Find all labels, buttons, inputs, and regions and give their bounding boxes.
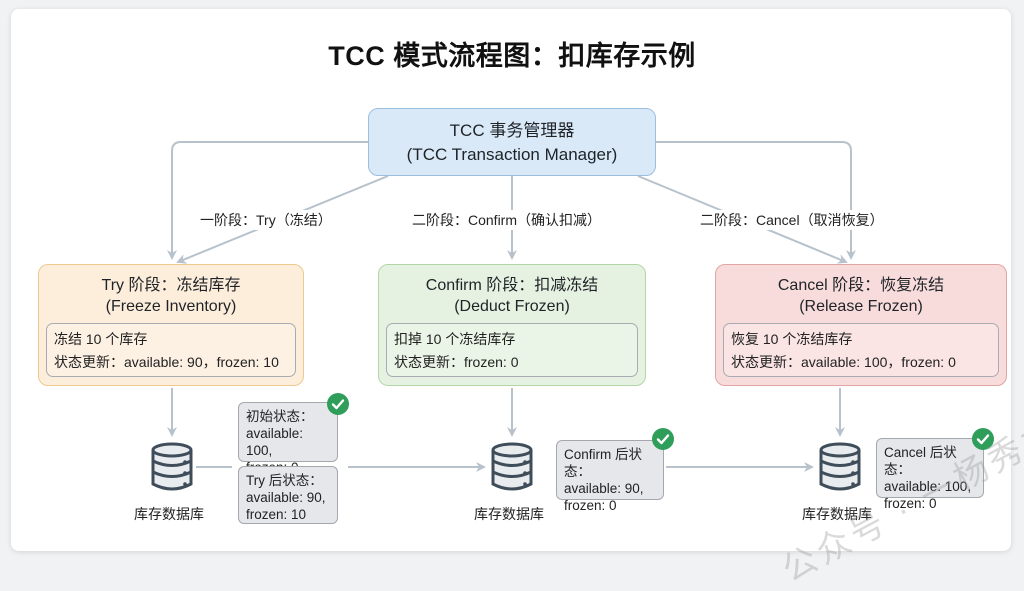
try-phase-subtitle: (Freeze Inventory)	[105, 298, 237, 315]
initial-state-title: 初始状态：	[246, 409, 314, 424]
confirm-phase-detail: 扣掉 10 个冻结库存 状态更新：frozen: 0	[386, 323, 638, 377]
try-phase-detail: 冻结 10 个库存 状态更新：available: 90，frozen: 10	[46, 323, 296, 377]
edge-label-confirm: 二阶段：Confirm（确认扣减）	[408, 210, 606, 230]
database-label-try: 库存数据库	[134, 506, 204, 522]
cancel-phase-update: 状态更新：available: 100，frozen: 0	[731, 354, 956, 370]
initial-state-box: 初始状态： available: 100, frozen: 0	[238, 402, 338, 475]
confirm-phase-subtitle: (Deduct Frozen)	[454, 298, 570, 315]
connector-layer	[167, 141, 856, 472]
confirm-phase-title: Confirm 阶段：扣减冻结	[425, 277, 599, 294]
check-icon	[652, 428, 674, 450]
database-icon	[491, 442, 533, 491]
cancel-phase-detail: 恢复 10 个冻结库存 状态更新：available: 100，frozen: …	[723, 323, 999, 377]
check-icon	[327, 393, 349, 415]
after-try-state-box: Try 后状态： available: 90, frozen: 10	[238, 466, 338, 524]
after-confirm-state-title: Confirm 后状态：	[564, 447, 643, 479]
after-confirm-state-frozen: frozen: 0	[564, 498, 617, 513]
try-phase-node: Try 阶段：冻结库存 (Freeze Inventory) 冻结 10 个库存…	[38, 264, 304, 386]
manager-title: TCC 事务管理器	[449, 121, 575, 140]
after-confirm-state-box: Confirm 后状态： available: 90, frozen: 0	[556, 440, 664, 513]
database-label-confirm: 库存数据库	[474, 506, 544, 522]
database-icon	[819, 442, 861, 491]
diagram-title: TCC 模式流程图：扣库存示例	[328, 41, 696, 71]
after-confirm-state-available: available: 90,	[564, 481, 644, 496]
try-phase-title: Try 阶段：冻结库存	[101, 277, 241, 294]
try-phase-update: 状态更新：available: 90，frozen: 10	[54, 354, 279, 370]
after-cancel-state-box: Cancel 后状态： available: 100, frozen: 0	[876, 438, 984, 511]
after-cancel-state-available: available: 100,	[884, 479, 972, 494]
database-icon	[151, 442, 193, 491]
after-cancel-state-title: Cancel 后状态：	[884, 445, 957, 477]
edge-label-try: 一阶段：Try（冻结）	[196, 210, 336, 230]
manager-to-try-outer-connector	[167, 141, 368, 260]
after-cancel-state-frozen: frozen: 0	[884, 496, 937, 511]
initial-state-available: available: 100,	[246, 426, 304, 458]
database-label-cancel: 库存数据库	[802, 506, 872, 522]
confirm-phase-action: 扣掉 10 个冻结库存	[394, 331, 516, 347]
after-try-state-frozen: frozen: 10	[246, 507, 307, 522]
transaction-manager-node: TCC 事务管理器 (TCC Transaction Manager)	[368, 108, 656, 176]
cancel-phase-title: Cancel 阶段：恢复冻结	[777, 277, 945, 294]
edge-label-cancel: 二阶段：Cancel（取消恢复）	[696, 210, 888, 230]
cancel-phase-subtitle: (Release Frozen)	[799, 298, 923, 315]
cancel-phase-node: Cancel 阶段：恢复冻结 (Release Frozen) 恢复 10 个冻…	[715, 264, 1007, 386]
manager-to-cancel-outer-connector	[656, 141, 856, 260]
confirm-phase-update: 状态更新：frozen: 0	[394, 354, 519, 370]
try-phase-action: 冻结 10 个库存	[54, 331, 148, 347]
manager-subtitle: (TCC Transaction Manager)	[406, 145, 618, 164]
after-try-state-available: available: 90,	[246, 490, 326, 505]
confirm-phase-node: Confirm 阶段：扣减冻结 (Deduct Frozen) 扣掉 10 个冻…	[378, 264, 646, 386]
cancel-phase-action: 恢复 10 个冻结库存	[731, 331, 853, 347]
check-icon	[972, 428, 994, 450]
after-try-state-title: Try 后状态：	[246, 473, 323, 488]
